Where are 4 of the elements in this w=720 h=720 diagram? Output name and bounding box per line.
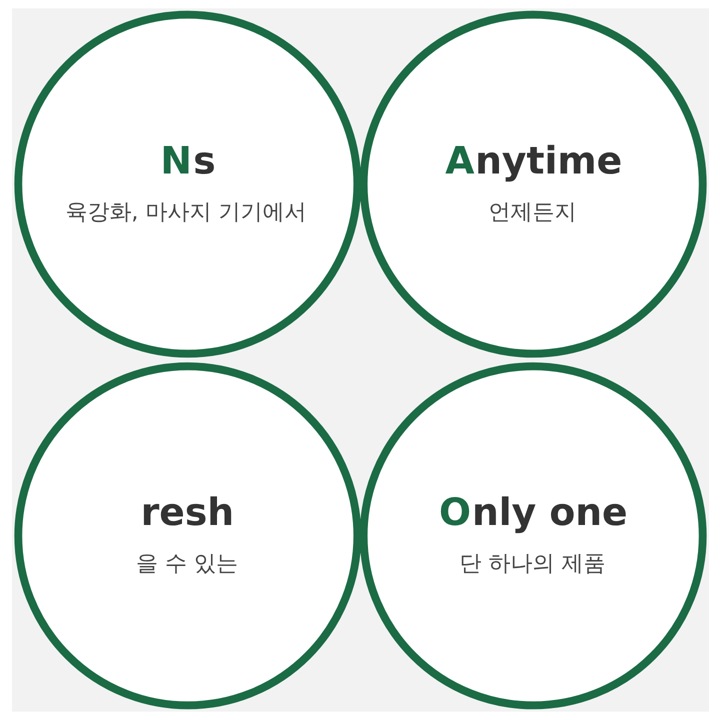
node-circle: Ns 육강화, 마사지 기기에서 xyxy=(14,10,361,358)
node-circle: resh 을 수 있는 xyxy=(14,362,361,710)
node-circle: Anytime 언제든지 xyxy=(359,10,706,358)
node-circle: Only one 단 하나의 제품 xyxy=(359,362,706,710)
